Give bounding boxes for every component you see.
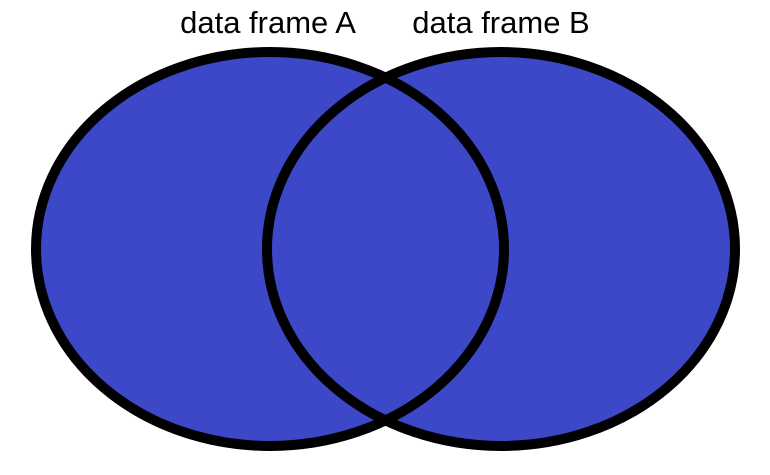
set-b-label: data frame B <box>412 5 589 40</box>
set-b-outline <box>262 47 740 451</box>
set-a-label: data frame A <box>180 5 356 40</box>
set-a-outline <box>31 47 509 451</box>
